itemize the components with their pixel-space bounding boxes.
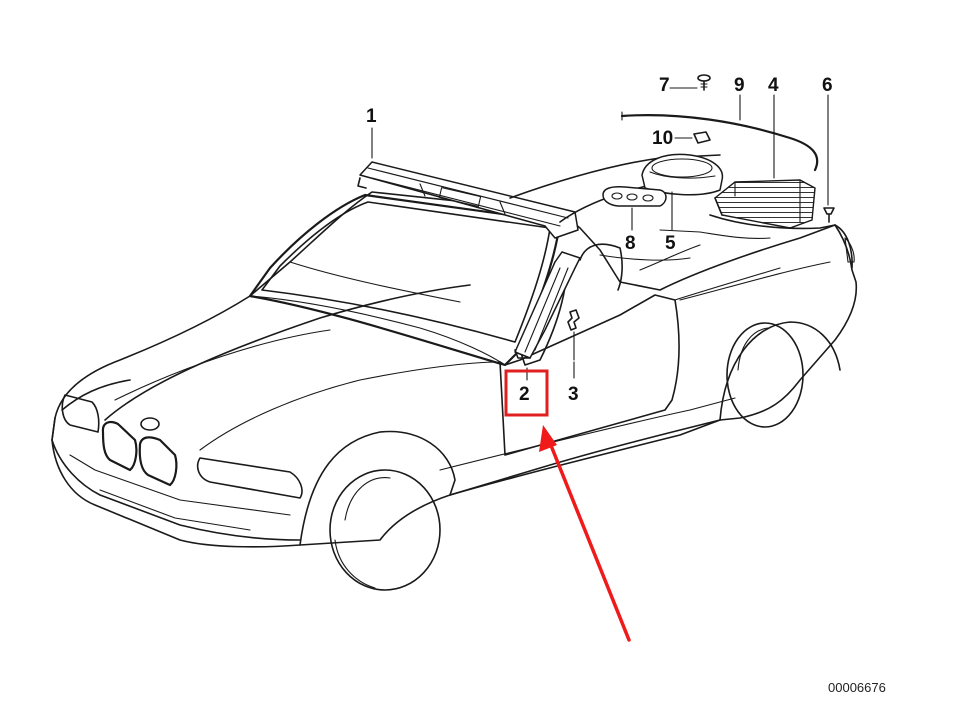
part-6-stud: [823, 207, 835, 223]
part-5-cover: [641, 153, 724, 196]
red-arrow: [539, 425, 631, 642]
part-9-trim-strip: [620, 111, 819, 172]
left-headlight: [61, 394, 100, 433]
arrow-head: [539, 425, 557, 452]
callout-8: 8: [625, 233, 636, 254]
callout-10: 10: [652, 128, 673, 149]
rear-wheel: [719, 321, 841, 428]
part-1-header-trim: [357, 161, 579, 239]
part-2-a-pillar-trim: [514, 251, 581, 359]
callout-3: 3: [568, 384, 579, 405]
callout-7: 7: [659, 75, 670, 96]
front-wheel: [329, 469, 441, 591]
callout-labels: 1 3 4 5 6 7 8 9 10: [366, 75, 833, 405]
kidney-grille: [101, 421, 178, 487]
highlight-box: [504, 369, 549, 417]
callout-9: 9: [734, 75, 745, 96]
car-body: [51, 191, 858, 591]
part-8-grille: [602, 186, 667, 207]
part-4-storage-panel: [714, 179, 816, 229]
part-3-clip: [567, 309, 580, 361]
part-7-screw: [697, 74, 711, 91]
windshield: [248, 193, 568, 367]
callout-6: 6: [822, 75, 833, 96]
callout-5: 5: [665, 233, 676, 254]
callout-4: 4: [768, 75, 779, 96]
right-headlight: [196, 457, 303, 499]
callout-2: 2: [519, 384, 530, 405]
part-10-clip: [693, 131, 711, 144]
diagram-code: 00006676: [828, 680, 886, 695]
emblem: [140, 417, 160, 431]
highlighted-callout-2: 2: [504, 369, 549, 417]
callout-1: 1: [366, 106, 377, 127]
leader-lines: [371, 87, 829, 381]
